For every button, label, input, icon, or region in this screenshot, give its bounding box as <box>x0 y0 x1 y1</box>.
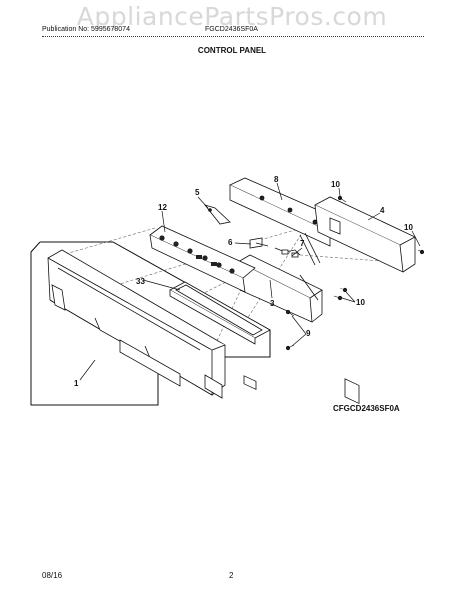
leader-lines <box>79 182 421 381</box>
callout-10-top: 10 <box>331 180 340 189</box>
right-end-bracket <box>314 196 416 404</box>
callout-6: 6 <box>228 238 233 247</box>
small-bracket <box>203 204 231 225</box>
keypad-panel <box>149 225 256 293</box>
model-number: FGCD2436SF0A <box>205 26 258 33</box>
header-divider <box>42 36 424 37</box>
callout-10-lower: 10 <box>356 298 365 307</box>
publication-number: Publication No: 5995678074 <box>42 26 130 33</box>
wire-harness <box>274 247 301 258</box>
control-board <box>237 254 323 390</box>
screw-set <box>333 195 425 301</box>
section-title: CONTROL PANEL <box>197 46 267 55</box>
callout-4: 4 <box>380 206 385 215</box>
gasket-trim <box>169 281 271 345</box>
callout-3: 3 <box>270 299 275 308</box>
watermark: AppliancePartsPros.com <box>76 2 388 31</box>
callout-1: 1 <box>74 379 79 388</box>
screw-set-lower <box>285 309 295 351</box>
callout-33: 33 <box>136 277 145 286</box>
clip-part <box>249 237 269 249</box>
callout-8: 8 <box>274 175 279 184</box>
callout-12: 12 <box>158 203 167 212</box>
callout-7: 7 <box>300 239 305 248</box>
front-control-panel <box>47 249 226 399</box>
callout-10-right: 10 <box>404 223 413 232</box>
diagram-code: CFGCD2436SF0A <box>333 404 400 413</box>
page-number: 2 <box>229 571 234 580</box>
callout-5: 5 <box>195 188 200 197</box>
footer-date: 08/16 <box>42 571 63 580</box>
callout-9: 9 <box>306 329 311 338</box>
